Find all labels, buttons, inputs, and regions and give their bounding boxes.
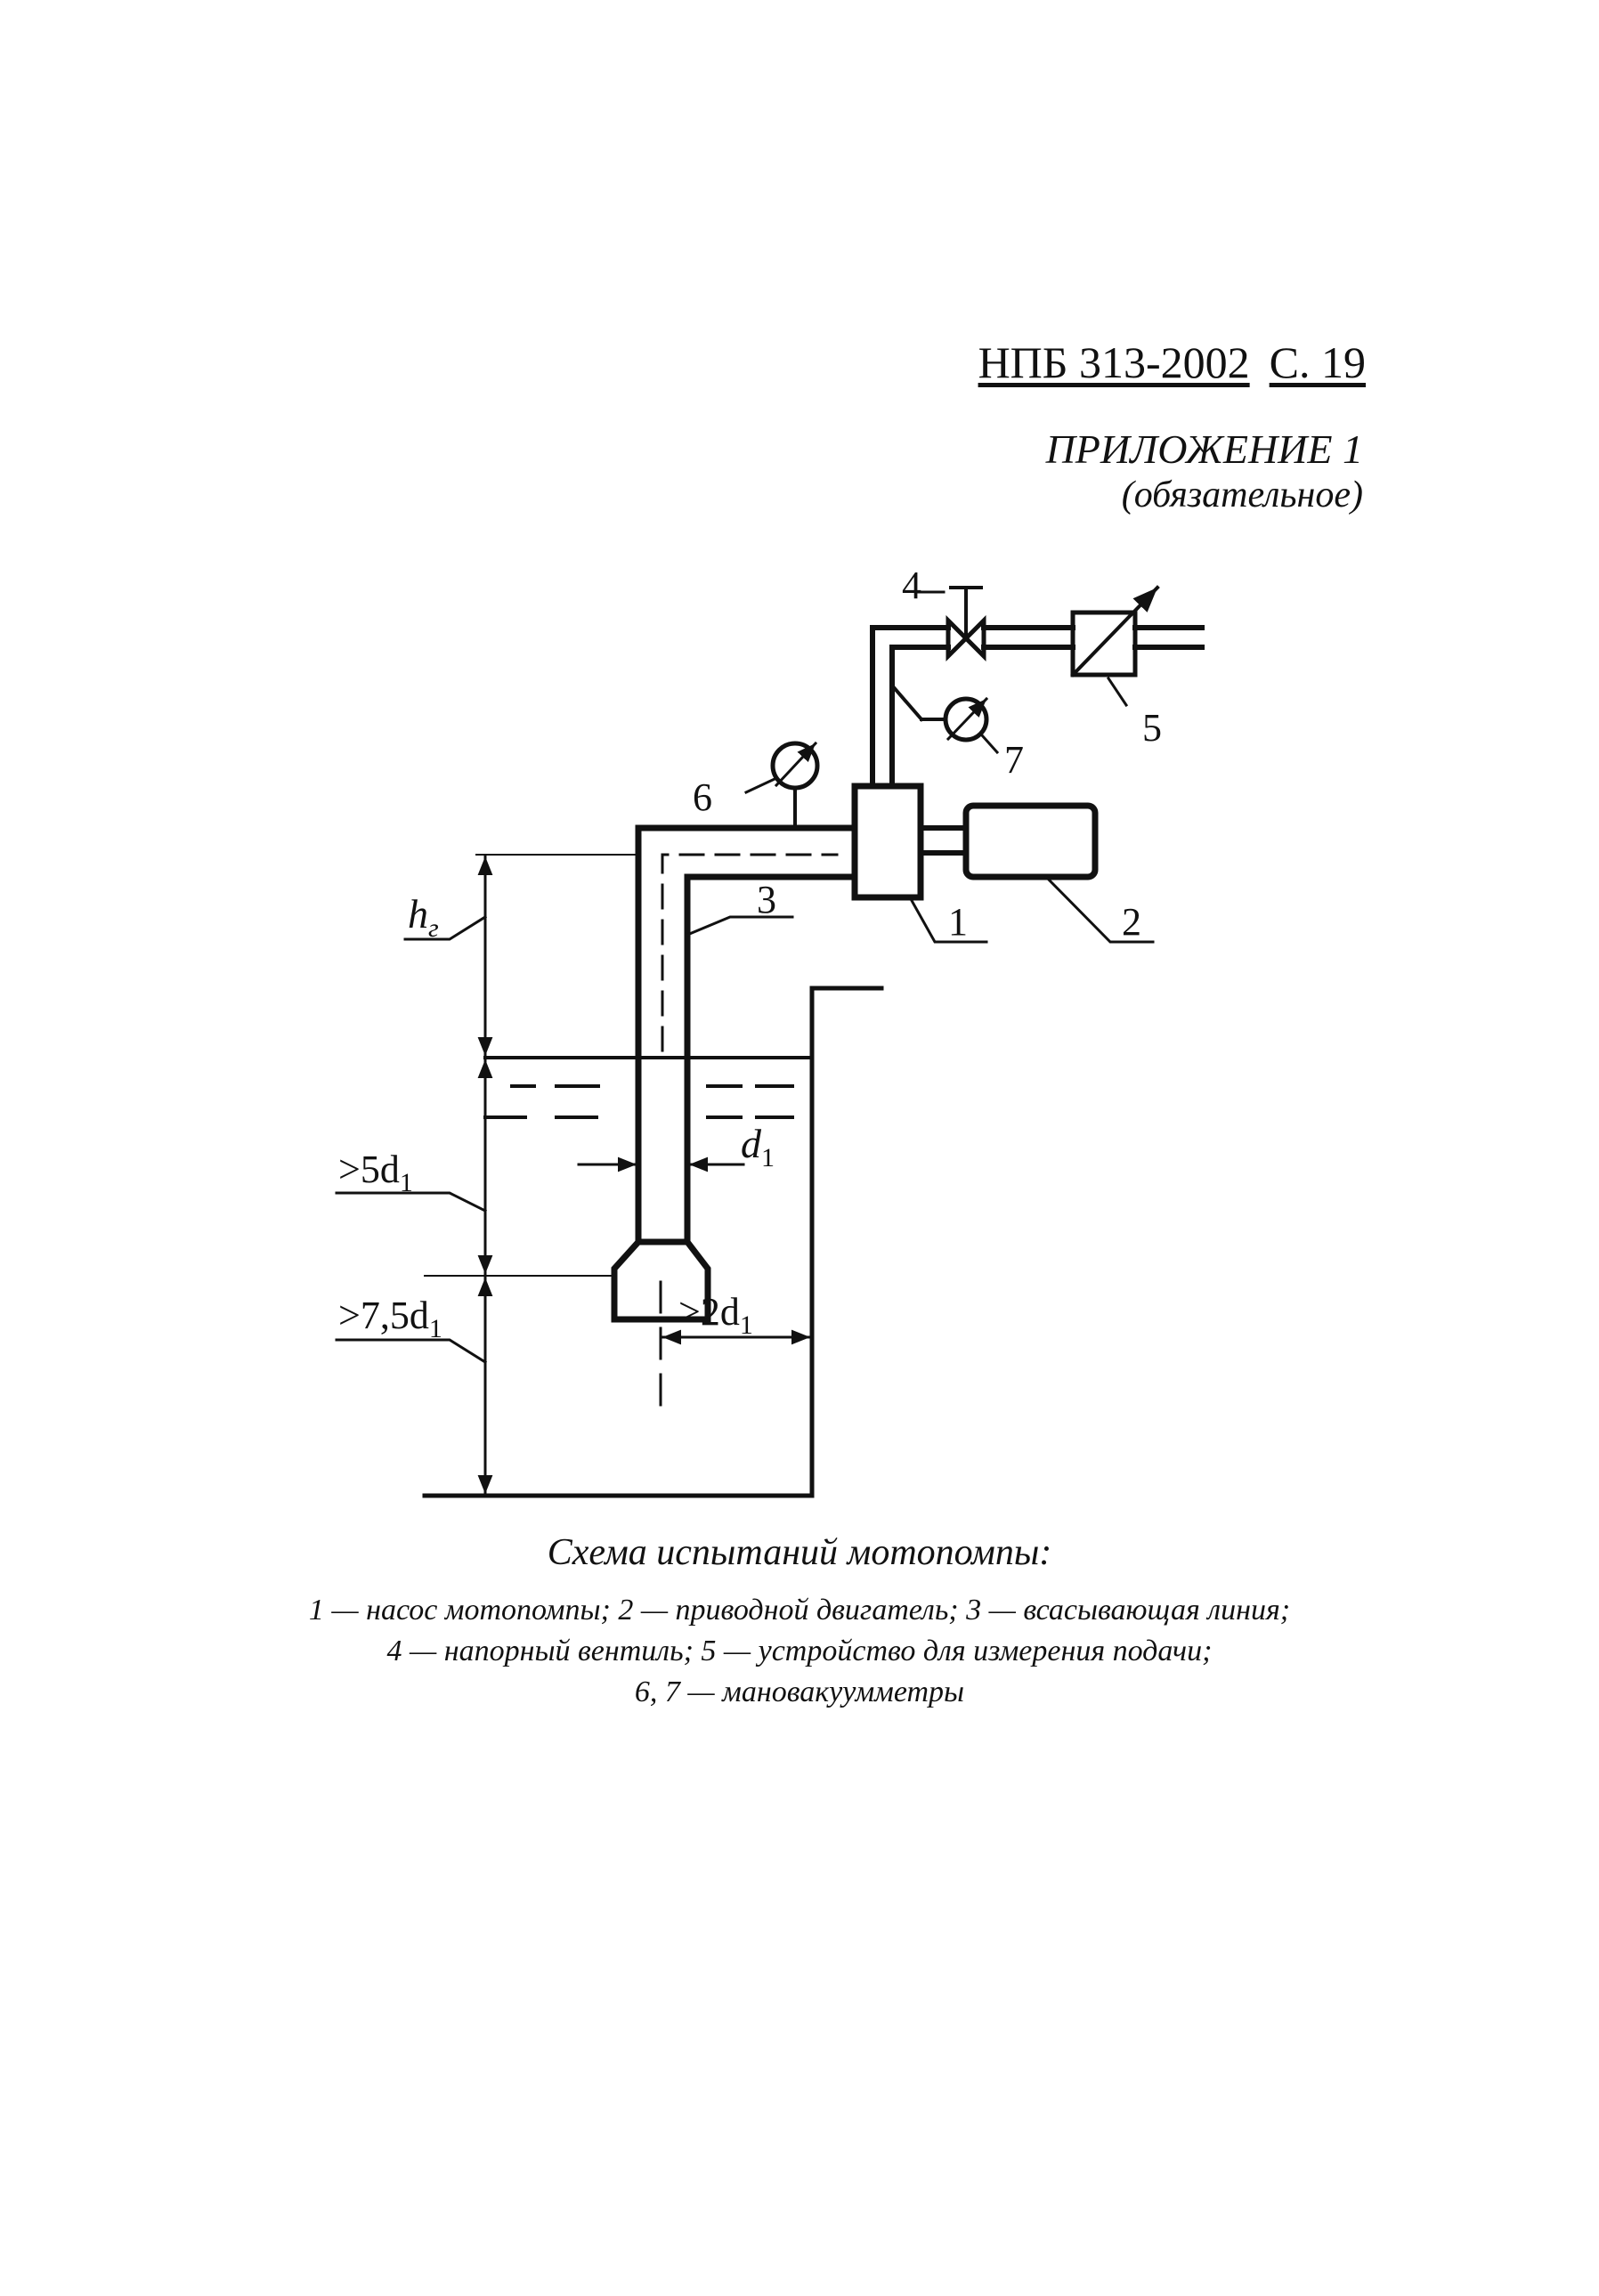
dim-label-5d: >5d1 [338, 1148, 413, 1197]
pump-body [851, 783, 924, 901]
dim-label-d1: d1 [741, 1121, 775, 1172]
appendix-title: ПРИЛОЖЕНИЕ 1 [1045, 426, 1363, 472]
label-3: 3 [757, 878, 776, 921]
strainer [611, 1238, 711, 1323]
discharge-line-inner [889, 645, 951, 789]
label-1: 1 [948, 900, 968, 944]
discharge-line-outer [870, 625, 951, 789]
discharge-valve [946, 614, 986, 662]
dim-label-75d: >7,5d1 [338, 1294, 442, 1343]
flow-meter [1070, 610, 1138, 677]
suction-centerline [661, 853, 839, 1052]
suction-line [635, 824, 858, 1245]
caption-line-3: 6, 7 — мановакуумметры [634, 1675, 965, 1708]
dim-label-hg: hг [408, 891, 439, 943]
caption-title: Схема испытаний мотопомпы: [547, 1532, 1052, 1573]
dim-label-2d: >2d1 [678, 1290, 753, 1340]
tank-wall [422, 986, 884, 1498]
label-5: 5 [1142, 706, 1162, 750]
label-4: 4 [902, 564, 921, 607]
document-header: НПБ 313-2002 С. 19 [978, 337, 1366, 388]
suction-line-inner [684, 873, 858, 1245]
label-6: 6 [693, 775, 712, 819]
appendix-note: (обязательное) [1121, 475, 1363, 515]
label-7: 7 [1004, 738, 1024, 782]
caption-line-2: 4 — напорный вентиль; 5 — устройство для… [386, 1635, 1213, 1667]
label-2: 2 [1122, 900, 1141, 944]
caption-line-1: 1 — насос мотопомпы; 2 — приводной двига… [308, 1594, 1291, 1627]
page-number: С. 19 [1269, 337, 1366, 387]
motor-body [962, 802, 1099, 880]
doc-number: НПБ 313-2002 [978, 337, 1250, 387]
